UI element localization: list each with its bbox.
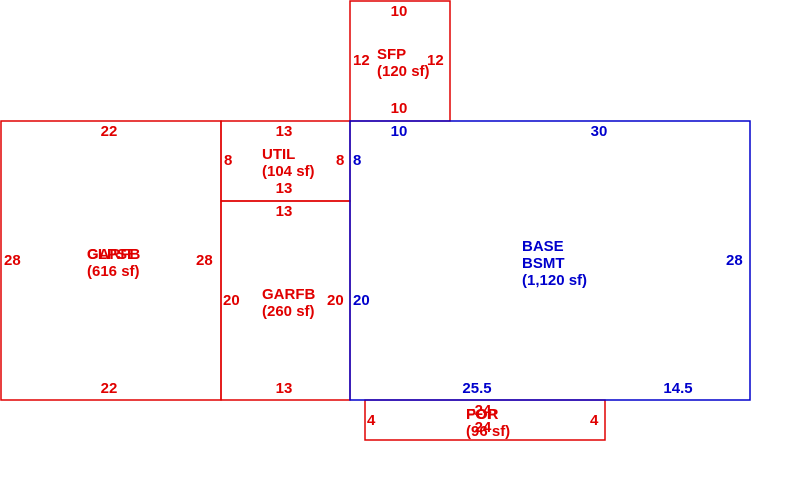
garage-top-dim: 22 — [101, 123, 118, 140]
base-left-bottom-dim: 20 — [353, 292, 370, 309]
garfb-right-dim: 20 — [327, 292, 344, 309]
base-area: (1,120 sf) — [522, 272, 587, 289]
garage-name-a: GARFB — [87, 246, 140, 263]
base-bottom-left-dim: 25.5 — [462, 380, 491, 397]
porch-name-b: POR — [466, 406, 499, 423]
sfp-top-dim: 10 — [391, 3, 408, 20]
garfb-area: (260 sf) — [262, 303, 315, 320]
garfb-top-dim: 13 — [276, 203, 293, 220]
garfb-bottom-dim: 13 — [276, 380, 293, 397]
util-name: UTIL — [262, 146, 295, 163]
util-top-dim: 13 — [276, 123, 293, 140]
porch-area: (96 sf) — [466, 423, 510, 440]
base-right-dim: 28 — [726, 252, 743, 269]
sfp-area: (120 sf) — [377, 63, 430, 80]
base-left-top-dim: 8 — [353, 152, 361, 169]
porch-top-dim: 24 — [475, 402, 492, 419]
util-bottom-dim: 13 — [276, 180, 293, 197]
util-left-dim: 8 — [224, 152, 232, 169]
garfb-name: GARFB — [262, 286, 315, 303]
sfp-name: SFP — [377, 46, 406, 63]
bsmt-name: BSMT — [522, 255, 565, 272]
garage-area: (616 sf) — [87, 263, 140, 280]
porch-name-a: FOP — [466, 406, 497, 423]
sfp-right-dim: 12 — [427, 52, 444, 69]
base-top-right-dim: 30 — [591, 123, 608, 140]
garage-bottom-dim: 22 — [101, 380, 118, 397]
base-top-left-dim: 10 — [391, 123, 408, 140]
base-name: BASE — [522, 238, 564, 255]
garage-left-dim: 28 — [4, 252, 21, 269]
sfp-left-dim: 12 — [353, 52, 370, 69]
garfb-left-dim: 20 — [223, 292, 240, 309]
base-bottom-right-dim: 14.5 — [663, 380, 692, 397]
porch-right-dim: 4 — [590, 412, 599, 429]
util-area: (104 sf) — [262, 163, 315, 180]
util-right-dim: 8 — [336, 152, 344, 169]
garage-right-dim: 28 — [196, 252, 213, 269]
garage-name-b: CLPSE — [87, 246, 137, 263]
porch-left-dim: 4 — [367, 412, 376, 429]
basement-outline — [349, 120, 751, 401]
porch-bottom-dim: 24 — [475, 419, 492, 436]
sfp-bottom-dim: 10 — [391, 100, 408, 117]
